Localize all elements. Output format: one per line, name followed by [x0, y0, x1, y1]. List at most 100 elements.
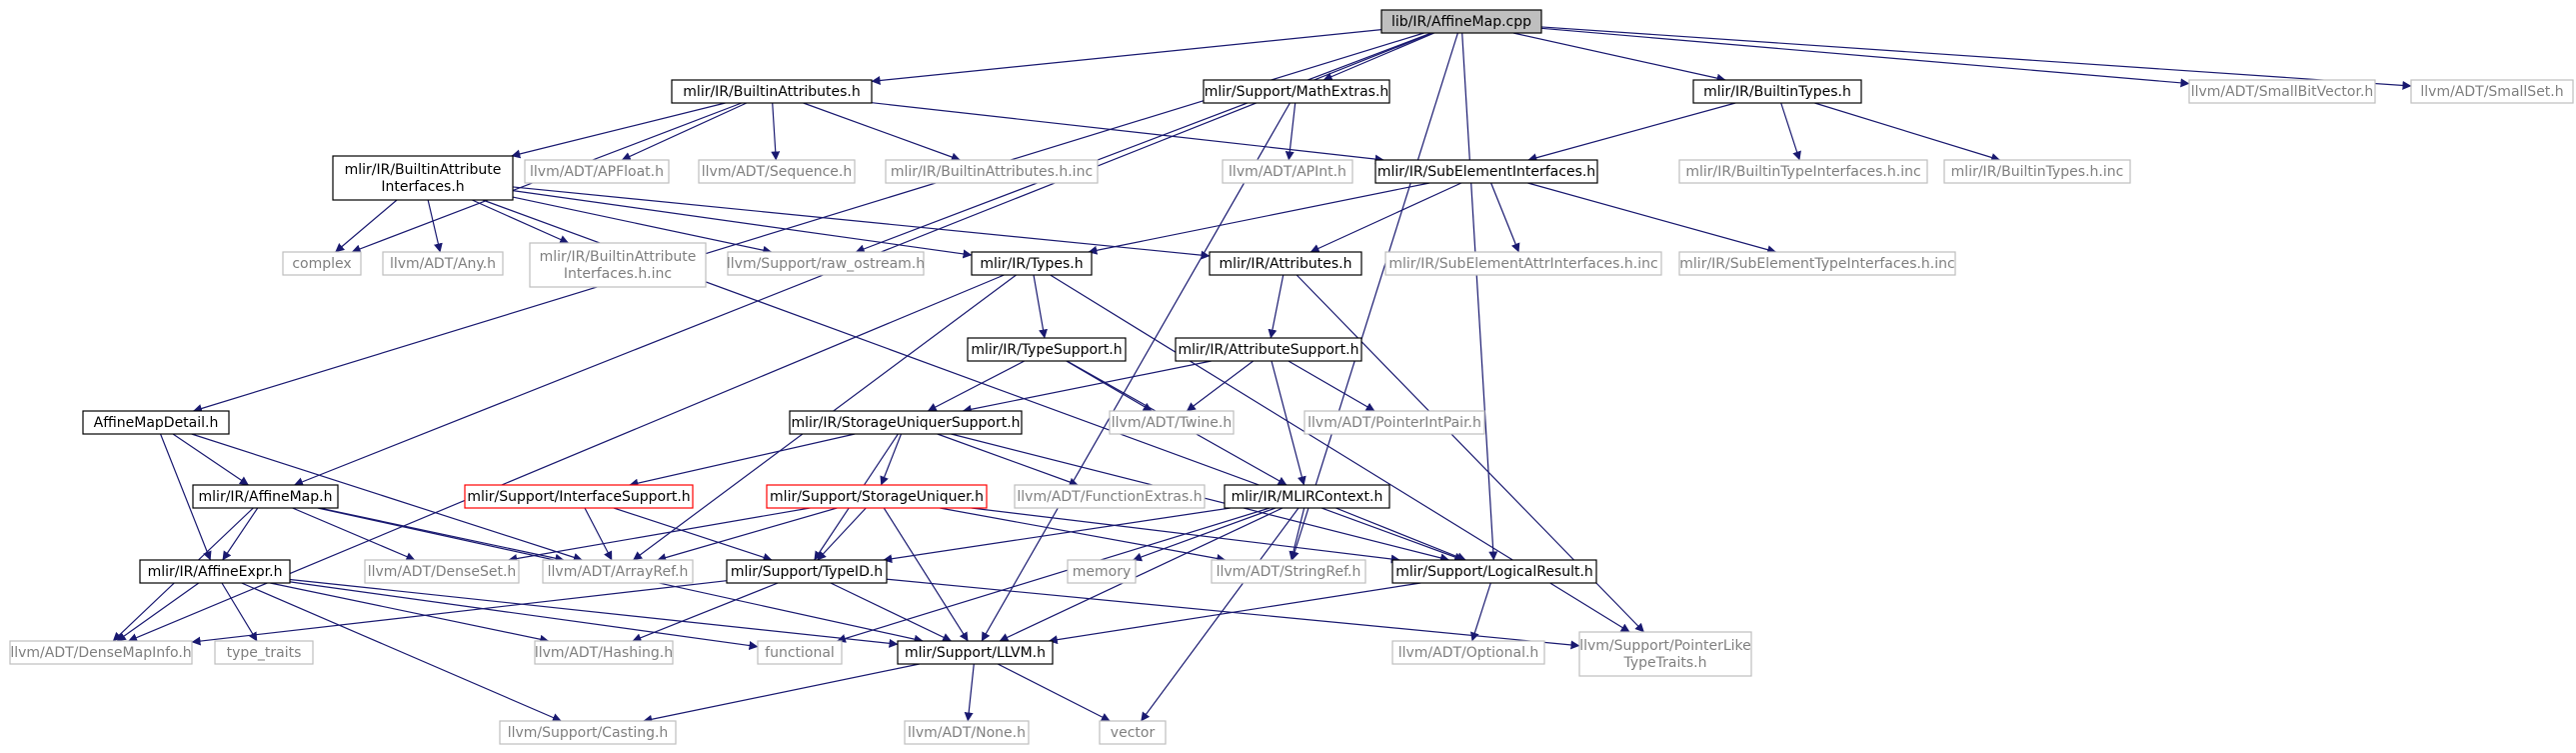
- node-label: complex: [292, 256, 351, 272]
- node-box[interactable]: [192, 484, 339, 509]
- edge-attrsupport-to-storageuniquersupport: [962, 360, 1212, 414]
- node-affineexpr[interactable]: mlir/IR/AffineExpr.h: [139, 559, 291, 584]
- node-typesupport[interactable]: mlir/IR/TypeSupport.h: [967, 337, 1127, 362]
- node-box[interactable]: [1380, 9, 1542, 34]
- node-complex: complex: [282, 251, 362, 276]
- node-box[interactable]: [789, 410, 1023, 435]
- node-mathextras[interactable]: mlir/Support/MathExtras.h: [1203, 79, 1390, 104]
- node-box[interactable]: [1175, 337, 1362, 362]
- node-box[interactable]: [1374, 159, 1598, 184]
- node-box: [1211, 559, 1366, 584]
- node-box[interactable]: [1224, 484, 1390, 509]
- edge-root-to-stringref: [1289, 32, 1458, 561]
- node-denseset: llvm/ADT/DenseSet.h: [364, 559, 520, 584]
- node-attributes[interactable]: mlir/IR/Attributes.h: [1209, 251, 1362, 276]
- edge-root-to-rawostream: [855, 32, 1431, 254]
- node-label: mlir/IR/BuiltinAttribute: [540, 249, 697, 265]
- node-label: mlir/IR/SubElementAttrInterfaces.h.inc: [1388, 256, 1657, 272]
- node-box: [542, 559, 694, 584]
- node-label: llvm/ADT/APInt.h: [1229, 164, 1346, 180]
- node-label: llvm/ADT/None.h: [908, 725, 1026, 741]
- node-llvm[interactable]: mlir/Support/LLVM.h: [897, 640, 1054, 665]
- edge-affineexpr-to-densemapinfo: [116, 582, 200, 642]
- node-label: llvm/ADT/Sequence.h: [702, 164, 852, 180]
- node-label: llvm/ADT/ArrayRef.h: [548, 564, 689, 580]
- node-label: mlir/IR/BuiltinAttribute: [345, 162, 502, 178]
- node-label: llvm/ADT/SmallBitVector.h: [2191, 84, 2374, 100]
- node-box: [904, 720, 1030, 745]
- edge-affinemapdetail-to-affinemap: [172, 433, 249, 486]
- edge-affinemapdetail-to-arrayref: [191, 433, 583, 562]
- node-logicalresult[interactable]: mlir/Support/LogicalResult.h: [1391, 559, 1597, 584]
- edge-affinemap-to-denseset: [292, 507, 416, 561]
- node-box: [214, 640, 314, 665]
- node-builtintypesinc: mlir/IR/BuiltinTypes.h.inc: [1943, 159, 2131, 184]
- node-subelem[interactable]: mlir/IR/SubElementInterfaces.h: [1374, 159, 1598, 184]
- node-box[interactable]: [766, 484, 988, 509]
- node-mlircontext[interactable]: mlir/IR/MLIRContext.h: [1224, 484, 1390, 509]
- node-label: llvm/ADT/DenseMapInfo.h: [10, 645, 191, 661]
- node-label: llvm/ADT/DenseSet.h: [368, 564, 517, 580]
- edge-root-to-mathextras: [1322, 32, 1435, 81]
- node-typetraits: type_traits: [214, 640, 314, 665]
- edge-root-to-smallset: [1540, 26, 2412, 90]
- node-box[interactable]: [332, 155, 514, 201]
- node-label: AffineMapDetail.h: [94, 415, 219, 431]
- edge-layer: [112, 26, 2412, 724]
- node-subelemtypeinc: mlir/IR/SubElementTypeInterfaces.h.inc: [1678, 251, 1956, 276]
- node-box: [529, 242, 707, 288]
- edge-logicalresult-to-optional: [1470, 582, 1491, 642]
- node-typeid[interactable]: mlir/Support/TypeID.h: [726, 559, 888, 584]
- node-storageuniquersupport[interactable]: mlir/IR/StorageUniquerSupport.h: [789, 410, 1023, 435]
- edge-storageuniquer-to-llvm: [883, 507, 969, 642]
- node-label: type_traits: [227, 645, 302, 661]
- node-affinemapdetail[interactable]: AffineMapDetail.h: [82, 410, 230, 435]
- node-label: llvm/Support/PointerLike: [1579, 638, 1751, 654]
- node-label: mlir/IR/BuiltinTypeInterfaces.h.inc: [1685, 164, 1920, 180]
- node-builtinattr[interactable]: mlir/IR/BuiltinAttributes.h: [671, 79, 873, 104]
- node-box: [534, 640, 674, 665]
- node-box: [1014, 484, 1206, 509]
- edge-affineexpr-to-typetraits: [221, 582, 258, 642]
- node-box[interactable]: [971, 251, 1093, 276]
- node-storageuniquer[interactable]: mlir/Support/StorageUniquer.h: [766, 484, 988, 509]
- edge-builtinattrif-to-complex: [335, 199, 398, 253]
- edge-builtinattrif-to-attributes: [512, 186, 1211, 260]
- edge-builtinattrif-to-any: [427, 199, 443, 253]
- edge-llvm-to-vector: [997, 663, 1111, 722]
- node-types[interactable]: mlir/IR/Types.h: [971, 251, 1093, 276]
- node-box[interactable]: [1203, 79, 1390, 104]
- node-root[interactable]: lib/IR/AffineMap.cpp: [1380, 9, 1542, 34]
- node-attrsupport[interactable]: mlir/IR/AttributeSupport.h: [1175, 337, 1362, 362]
- node-box[interactable]: [1692, 79, 1862, 104]
- node-pointerintpair: llvm/ADT/PointerIntPair.h: [1303, 410, 1485, 435]
- edge-subelem-to-subelemtypeinc: [1527, 182, 1777, 255]
- node-box: [1384, 251, 1662, 276]
- node-label: mlir/IR/AffineMap.h: [199, 489, 333, 505]
- edge-storageuniquer-to-stringref: [940, 507, 1227, 563]
- node-box[interactable]: [82, 410, 230, 435]
- node-box[interactable]: [1209, 251, 1362, 276]
- node-box[interactable]: [897, 640, 1054, 665]
- node-affinemap[interactable]: mlir/IR/AffineMap.h: [192, 484, 339, 509]
- node-box[interactable]: [967, 337, 1127, 362]
- node-label: mlir/Support/MathExtras.h: [1205, 84, 1389, 100]
- node-box[interactable]: [139, 559, 291, 584]
- node-label: llvm/ADT/Hashing.h: [535, 645, 673, 661]
- node-box[interactable]: [671, 79, 873, 104]
- node-builtintypes[interactable]: mlir/IR/BuiltinTypes.h: [1692, 79, 1862, 104]
- node-box: [282, 251, 362, 276]
- edge-attrsupport-to-mlircontext: [1271, 360, 1306, 486]
- node-interfacesupport[interactable]: mlir/Support/InterfaceSupport.h: [464, 484, 694, 509]
- edge-mlircontext-to-typeid: [883, 507, 1231, 564]
- node-box: [1391, 640, 1545, 665]
- node-box[interactable]: [1391, 559, 1597, 584]
- node-box[interactable]: [464, 484, 694, 509]
- edge-root-to-logicalresult: [1461, 32, 1498, 561]
- node-box[interactable]: [726, 559, 888, 584]
- edge-mlircontext-to-llvm: [999, 507, 1284, 642]
- node-box: [524, 159, 670, 184]
- edge-storageuniquer-to-arrayref: [657, 507, 838, 562]
